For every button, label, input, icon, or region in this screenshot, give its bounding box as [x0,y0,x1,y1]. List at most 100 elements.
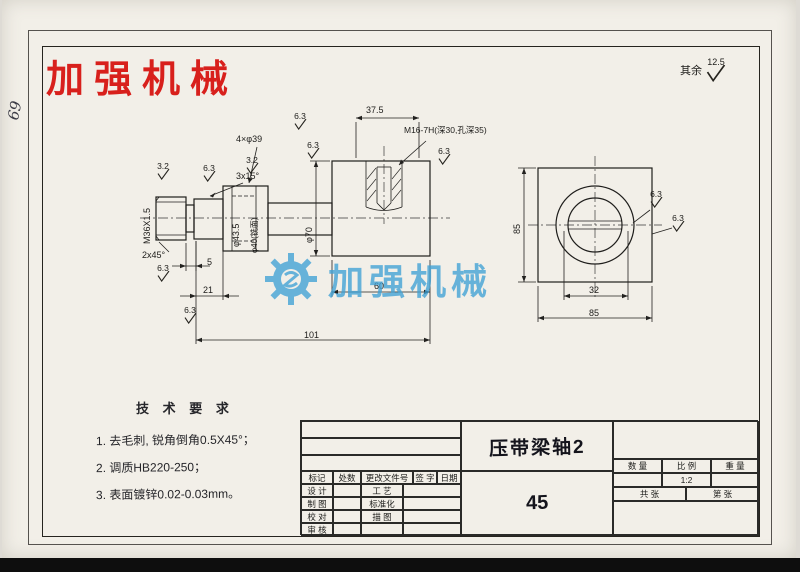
change-row [301,455,461,471]
outer-border [28,30,772,545]
tb-sign-cell [361,523,403,536]
roughness-mark: 6.3 [153,264,173,282]
tech-req-item: 1. 去毛刺, 锐角倒角0.5X45°； [95,432,255,449]
tb-header-mark: 标记 [301,471,333,484]
tb-row-process: 工 艺 [361,484,403,497]
roughness-mark: 6.3 [668,214,688,232]
tech-req-item: 3. 表面镀锌0.02-0.03mm。 [95,486,241,503]
tb-empty-cell [613,501,759,536]
roughness-mark: 6.3 [180,306,200,324]
roughness-value: 3.2 [157,161,169,171]
watermark: 加强机械 [264,252,492,306]
drawing-sheet [2,0,796,558]
roughness-value: 6.3 [438,146,450,156]
dim-holes: 4×φ39 [236,134,263,144]
dim-60: 60 [374,281,385,291]
qty-label: 数 量 [613,459,662,473]
tb-empty-cell [613,421,759,459]
roughness-icon [706,65,726,82]
tb-sign-cell [333,510,361,523]
dim-101: 101 [304,330,320,340]
dim-dia-40: φ40(铣面) [250,217,259,253]
scale-label: 比 例 [662,459,711,473]
dim-chamfer-245: 2x45° [142,250,166,260]
dim-32: 32 [589,285,600,295]
roughness-mark: 3.2 [242,156,262,174]
roughness-mark: 6.3 [199,164,219,182]
general-roughness-label: 其余 [680,65,702,77]
dim-85-width: 85 [589,308,600,318]
roughness-mark: 6.3 [646,190,666,208]
inner-border [42,46,760,537]
dim-tap-note: M16-7H(深30,孔深35) [404,125,487,135]
general-roughness: 其余 12.5 [680,58,726,82]
roughness-icon [672,221,684,232]
roughness-icon [157,169,169,180]
tb-row-approve: 审 核 [301,523,333,536]
tb-header-sign: 签 字 [413,471,437,484]
change-row [301,421,461,438]
roughness-icon [157,271,169,282]
dim-chamfer-315: 3x15° [236,171,260,181]
change-row [301,438,461,455]
qty-value [613,473,662,487]
tb-sign-cell [333,497,361,510]
weight-value [711,473,759,487]
tb-header-docno: 更改文件号 [361,471,413,484]
technical-requirements: 技 术 要 求 1. 去毛刺, 锐角倒角0.5X45°； 2. 调质HB220-… [96,398,306,512]
part-name: 压带梁轴2 [488,436,586,460]
roughness-value: 3.2 [246,155,258,165]
weight-label: 重 量 [711,459,759,473]
title-block: 标记 处数 更改文件号 签 字 日期 设 计 工 艺 制 图 标准化 校 对 描… [300,420,759,536]
roughness-value: 6.3 [203,163,215,173]
dim-thread: M36X1.5 [142,207,152,244]
roughness-value: 6.3 [157,263,169,273]
tb-row-trace: 描 图 [361,510,403,523]
tb-header-count: 处数 [333,471,361,484]
sheet-number: 第 张 [686,487,759,501]
roughness-icon [650,197,662,208]
roughness-mark: 6.3 [290,112,310,130]
roughness-value: 6.3 [294,111,306,121]
scan-edge [0,558,800,572]
gear-icon [265,253,317,305]
tb-sign-cell [403,510,461,523]
tb-row-check: 校 对 [301,510,333,523]
dim-dia-435: φ43.5 [231,223,241,247]
roughness-mark: 6.3 [434,147,454,165]
dim-85-height: 85 [512,223,522,234]
roughness-icon [203,171,215,182]
material-cell: 45 [461,471,613,536]
roughness-icon [307,148,319,159]
tb-row-design: 设 计 [301,484,333,497]
roughness-value: 6.3 [650,189,662,199]
tech-req-title: 技 术 要 求 [136,401,234,416]
roughness-icon [294,119,306,130]
roughness-mark: 12.5 [706,58,726,82]
company-logo-text: 加强机械 [46,59,239,101]
roughness-mark: 6.3 [303,141,323,159]
watermark-text: 加强机械 [328,261,493,302]
tb-sign-cell [333,484,361,497]
roughness-mark: 3.2 [153,162,173,180]
tech-req-item: 2. 调质HB220-250； [95,459,207,476]
tb-row-standard: 标准化 [361,497,403,510]
scale-value: 1:2 [662,473,711,487]
tb-header-date: 日期 [437,471,461,484]
roughness-value: 6.3 [307,140,319,150]
roughness-icon [184,313,196,324]
tb-sign-cell [403,523,461,536]
tb-sign-cell [403,484,461,497]
tb-sign-cell [403,497,461,510]
sheet-total: 共 张 [613,487,686,501]
roughness-value: 6.3 [184,305,196,315]
roughness-value: 6.3 [672,213,684,223]
tb-row-draw: 制 图 [301,497,333,510]
part-name-cell: 压带梁轴2 [461,421,613,471]
dim-21: 21 [203,285,214,295]
dim-5: 5 [207,257,213,267]
material-value: 45 [525,491,549,515]
dim-37-5: 37.5 [366,105,384,115]
dim-dia-70: φ70 [304,227,314,243]
